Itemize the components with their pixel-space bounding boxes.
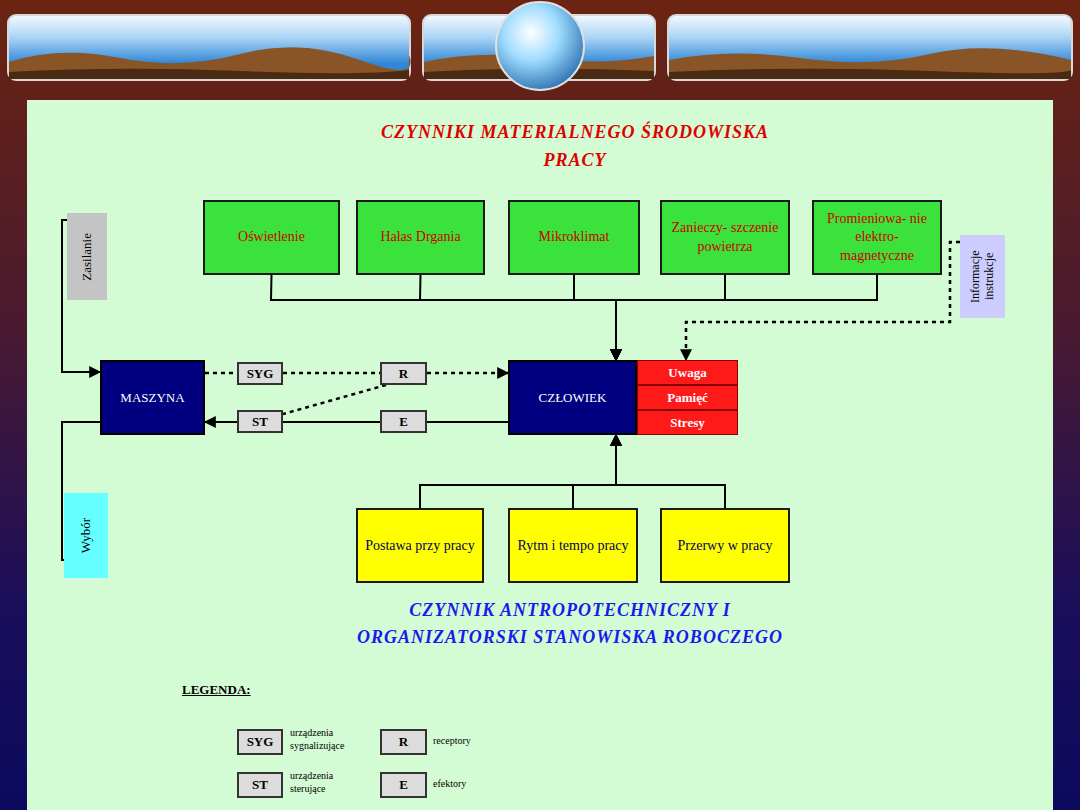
signal-line — [205, 372, 237, 375]
node-text: ST — [252, 414, 268, 430]
signal-line — [283, 385, 386, 414]
legend-sample-text: SYG — [247, 734, 274, 750]
legend-heading: LEGENDA: — [182, 682, 251, 698]
node-text: Oświetlenie — [238, 228, 305, 246]
machine-box: MASZYNA — [100, 360, 205, 435]
legend-sample: R — [380, 729, 427, 755]
state-box: Stresy — [637, 410, 738, 435]
node-text: CZŁOWIEK — [539, 390, 607, 406]
node-text: Pamięć — [667, 390, 707, 406]
input-band: Informacje instrukcje — [960, 235, 1005, 318]
signal-line — [283, 372, 380, 375]
node-text: R — [399, 366, 408, 382]
node-text: Hałas Drgania — [380, 228, 460, 246]
input-band: Zasilanie — [67, 213, 107, 300]
diagram-caption: CZYNNIK ANTROPOTECHNICZNY I ORGANIZATORS… — [330, 597, 810, 651]
legend-sample-text: ST — [252, 777, 268, 793]
node-text: Zasilanie — [80, 233, 95, 281]
connector-line — [616, 435, 725, 508]
node-text: Postawa przy pracy — [365, 536, 475, 556]
legend-sample: E — [380, 772, 427, 798]
node-text: MASZYNA — [120, 390, 184, 406]
connector-line — [616, 275, 877, 360]
work-factor-box: Postawa przy pracy — [356, 508, 484, 583]
legend-text: urządzenia sterujące — [290, 770, 370, 795]
legend-sample-text: R — [399, 734, 408, 750]
legend-sample-text: E — [399, 777, 408, 793]
state-box: Uwaga — [637, 360, 738, 385]
device-box: SYG — [237, 362, 283, 385]
connector-line — [573, 435, 616, 508]
work-factor-box: Rytm i tempo pracy — [508, 508, 638, 583]
node-text: Stresy — [670, 415, 704, 431]
node-text: E — [399, 414, 408, 430]
factor-box: Zanieczy- szczenie powietrza — [660, 200, 790, 275]
state-box: Pamięć — [637, 385, 738, 410]
legend-sample: ST — [237, 772, 283, 798]
connector-line — [420, 275, 616, 360]
node-text: Informacje instrukcje — [969, 239, 997, 314]
node-text: Rytm i tempo pracy — [517, 536, 628, 556]
legend-text: efektory — [433, 778, 523, 791]
device-box: E — [380, 410, 427, 433]
factor-box: Mikroklimat — [508, 200, 640, 275]
connector-line — [420, 435, 616, 508]
input-band: Wybór — [64, 493, 108, 578]
legend-text: urządzenia sygnalizujące — [290, 727, 370, 752]
node-text: Zanieczy- szczenie powietrza — [665, 219, 785, 255]
connector-line — [271, 275, 616, 360]
signal-line — [427, 372, 508, 375]
node-text: Promieniowa- nie elektro- magnetyczne — [817, 210, 937, 265]
connector-line — [574, 275, 616, 360]
diagram-title: CZYNNIKI MATERIALNEGO ŚRODOWISKA PRACY — [355, 118, 795, 174]
factor-box: Oświetlenie — [203, 200, 340, 275]
device-box: R — [380, 362, 427, 385]
legend-sample: SYG — [237, 729, 283, 755]
connector-line — [427, 421, 508, 423]
factor-box: Promieniowa- nie elektro- magnetyczne — [812, 200, 942, 275]
device-box: ST — [237, 410, 283, 433]
connector-line — [616, 275, 725, 360]
node-text: Mikroklimat — [539, 228, 610, 246]
factor-box: Hałas Drgania — [356, 200, 485, 275]
connector-line — [283, 421, 380, 423]
connector-line — [205, 421, 237, 423]
human-box: CZŁOWIEK — [508, 360, 637, 435]
legend-text: receptory — [433, 735, 523, 748]
node-text: Uwaga — [668, 365, 706, 381]
work-factor-box: Przerwy w pracy — [660, 508, 790, 583]
node-text: Wybór — [79, 518, 94, 553]
node-text: Przerwy w pracy — [678, 536, 773, 556]
node-text: SYG — [247, 366, 274, 382]
top-banner — [8, 2, 1072, 90]
